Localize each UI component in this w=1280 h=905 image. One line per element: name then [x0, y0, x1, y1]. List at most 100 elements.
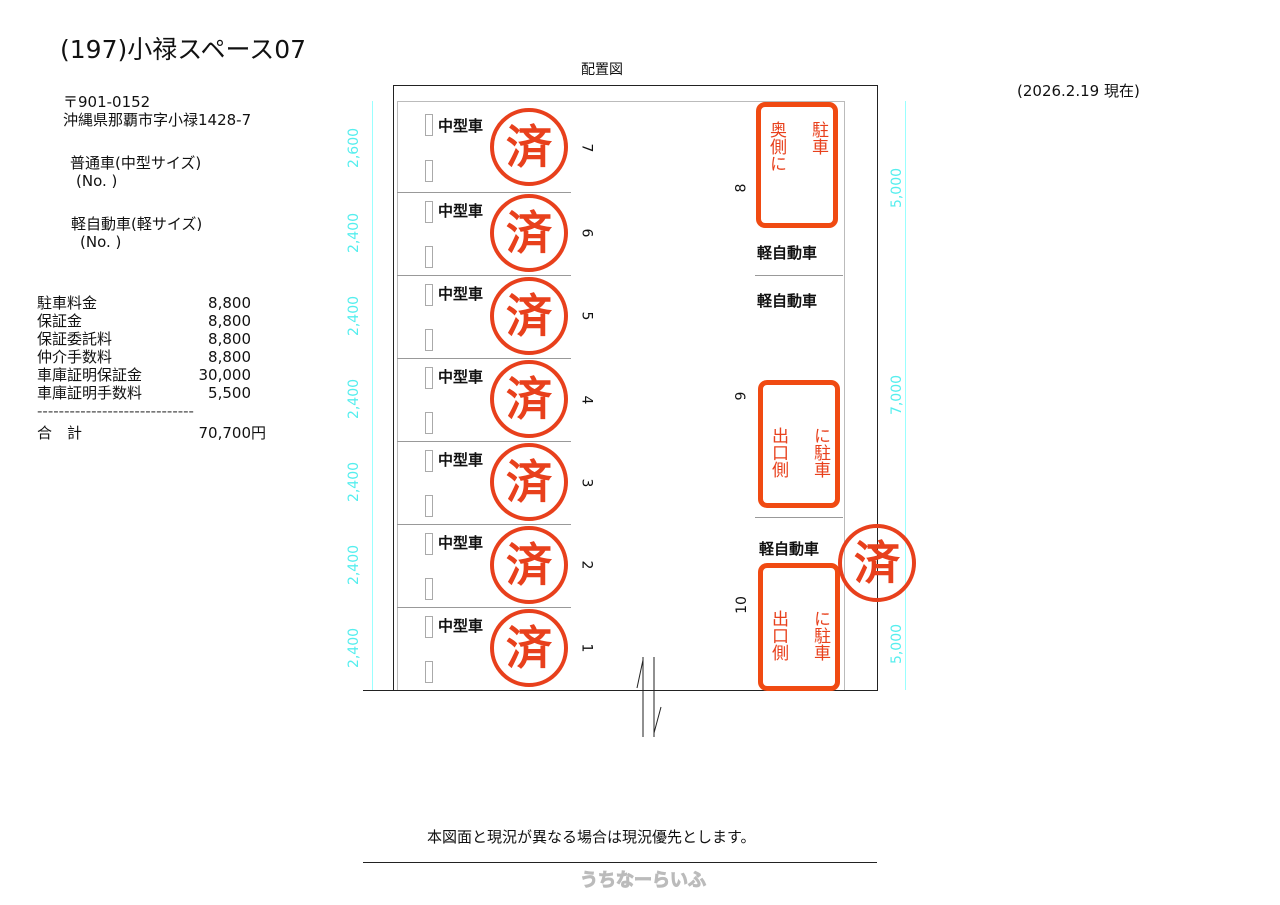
total-row: 合 計 70,700円 [37, 424, 266, 442]
footer-note: 本図面と現況が異なる場合は現況優先とします。 [427, 828, 756, 846]
note-text: 奥側に [766, 121, 786, 172]
address: 沖縄県那覇市字小禄1428-7 [63, 111, 252, 129]
dimension-label: 7,000 [889, 374, 906, 416]
break-line-symbol [636, 657, 662, 737]
lot-outline [393, 85, 878, 691]
slot-number: 1 [578, 643, 595, 653]
parking-note-box: に駐車 出口側 [758, 380, 840, 508]
slot-type: 中型車 [438, 534, 484, 552]
slot-type: 中型車 [438, 451, 484, 469]
wheel-stop [425, 661, 433, 683]
slot-number: 9 [733, 391, 750, 401]
wheel-stop [425, 284, 433, 306]
car-type-kei-no: (No. ) [80, 233, 122, 251]
slot-type: 軽自動車 [757, 292, 818, 310]
done-stamp: 済 [490, 526, 568, 604]
wheel-stop [425, 246, 433, 268]
car-type-standard: 普通車(中型サイズ) [70, 154, 202, 172]
slot-divider [755, 275, 843, 276]
dimension-label: 2,400 [346, 212, 363, 254]
fee-value: 8,800 [208, 348, 251, 366]
slot-divider [755, 517, 843, 518]
postal-code: 〒901-0152 [63, 93, 151, 111]
note-text: 駐車 [808, 121, 828, 155]
done-stamp: 済 [490, 277, 568, 355]
slot-divider [397, 275, 571, 276]
wheel-stop [425, 578, 433, 600]
note-text: に駐車 [810, 610, 830, 661]
wheel-stop [425, 114, 433, 136]
total-value: 70,700円 [198, 424, 267, 442]
slot-number: 5 [578, 311, 595, 321]
slot-type: 中型車 [438, 117, 484, 135]
fee-label: 車庫証明保証金 [37, 366, 143, 384]
slot-number: 8 [733, 183, 750, 193]
footer-line [363, 862, 877, 863]
parking-note-box: に駐車 出口側 [758, 563, 840, 691]
fee-value: 30,000 [198, 366, 252, 384]
slot-type: 中型車 [438, 617, 484, 635]
car-type-standard-no: (No. ) [76, 172, 118, 190]
wheel-stop [425, 329, 433, 351]
slot-type: 中型車 [438, 368, 484, 386]
slot-divider [397, 524, 571, 525]
fee-label: 車庫証明手数料 [37, 384, 143, 402]
fee-label: 駐車料金 [37, 294, 98, 312]
wheel-stop [425, 412, 433, 434]
total-label: 合 計 [37, 424, 83, 442]
slot-type: 軽自動車 [757, 244, 818, 262]
dimension-label: 2,400 [346, 378, 363, 420]
dimension-line [372, 101, 373, 690]
fee-row: 保証委託料 8,800 [37, 330, 251, 348]
dimension-label: 2,600 [346, 127, 363, 169]
slot-type: 中型車 [438, 285, 484, 303]
fee-label: 保証委託料 [37, 330, 113, 348]
separator: ----------------------------- [37, 402, 194, 420]
wheel-stop [425, 367, 433, 389]
wheel-stop [425, 160, 433, 182]
slot-divider [397, 192, 571, 193]
lot-inner [397, 101, 845, 691]
note-text: 出口側 [768, 610, 788, 661]
slot-divider [397, 607, 571, 608]
page-title: (197)小禄スペース07 [60, 35, 307, 64]
fee-row: 車庫証明保証金 30,000 [37, 366, 251, 384]
done-stamp: 済 [490, 194, 568, 272]
slot-type: 中型車 [438, 202, 484, 220]
slot-number: 6 [578, 228, 595, 238]
dimension-label: 2,400 [346, 295, 363, 337]
dimension-label: 5,000 [889, 167, 906, 209]
done-stamp: 済 [490, 360, 568, 438]
dimension-line [905, 101, 906, 690]
slot-number: 4 [578, 395, 595, 405]
slot-divider [397, 358, 571, 359]
fee-value: 5,500 [208, 384, 251, 402]
road-line [363, 690, 877, 691]
dimension-label: 5,000 [889, 623, 906, 665]
done-stamp: 済 [838, 524, 916, 602]
done-stamp: 済 [490, 108, 568, 186]
fee-value: 8,800 [208, 294, 251, 312]
wheel-stop [425, 533, 433, 555]
parking-note-box: 駐車 奥側に [756, 102, 838, 228]
fee-value: 8,800 [208, 330, 251, 348]
as-of-date: (2026.2.19 現在) [1017, 82, 1140, 100]
dimension-label: 2,400 [346, 627, 363, 669]
wheel-stop [425, 450, 433, 472]
dimension-label: 2,400 [346, 461, 363, 503]
slot-divider [397, 441, 571, 442]
diagram-title: 配置図 [581, 62, 623, 78]
wheel-stop [425, 201, 433, 223]
wheel-stop [425, 495, 433, 517]
fee-row: 車庫証明手数料 5,500 [37, 384, 251, 402]
slot-type: 軽自動車 [759, 540, 820, 558]
done-stamp: 済 [490, 609, 568, 687]
slot-number: 2 [578, 560, 595, 570]
watermark-logo: うちなーらいふ [580, 870, 707, 892]
fee-value: 8,800 [208, 312, 251, 330]
wheel-stop [425, 616, 433, 638]
slot-number: 10 [733, 596, 750, 614]
